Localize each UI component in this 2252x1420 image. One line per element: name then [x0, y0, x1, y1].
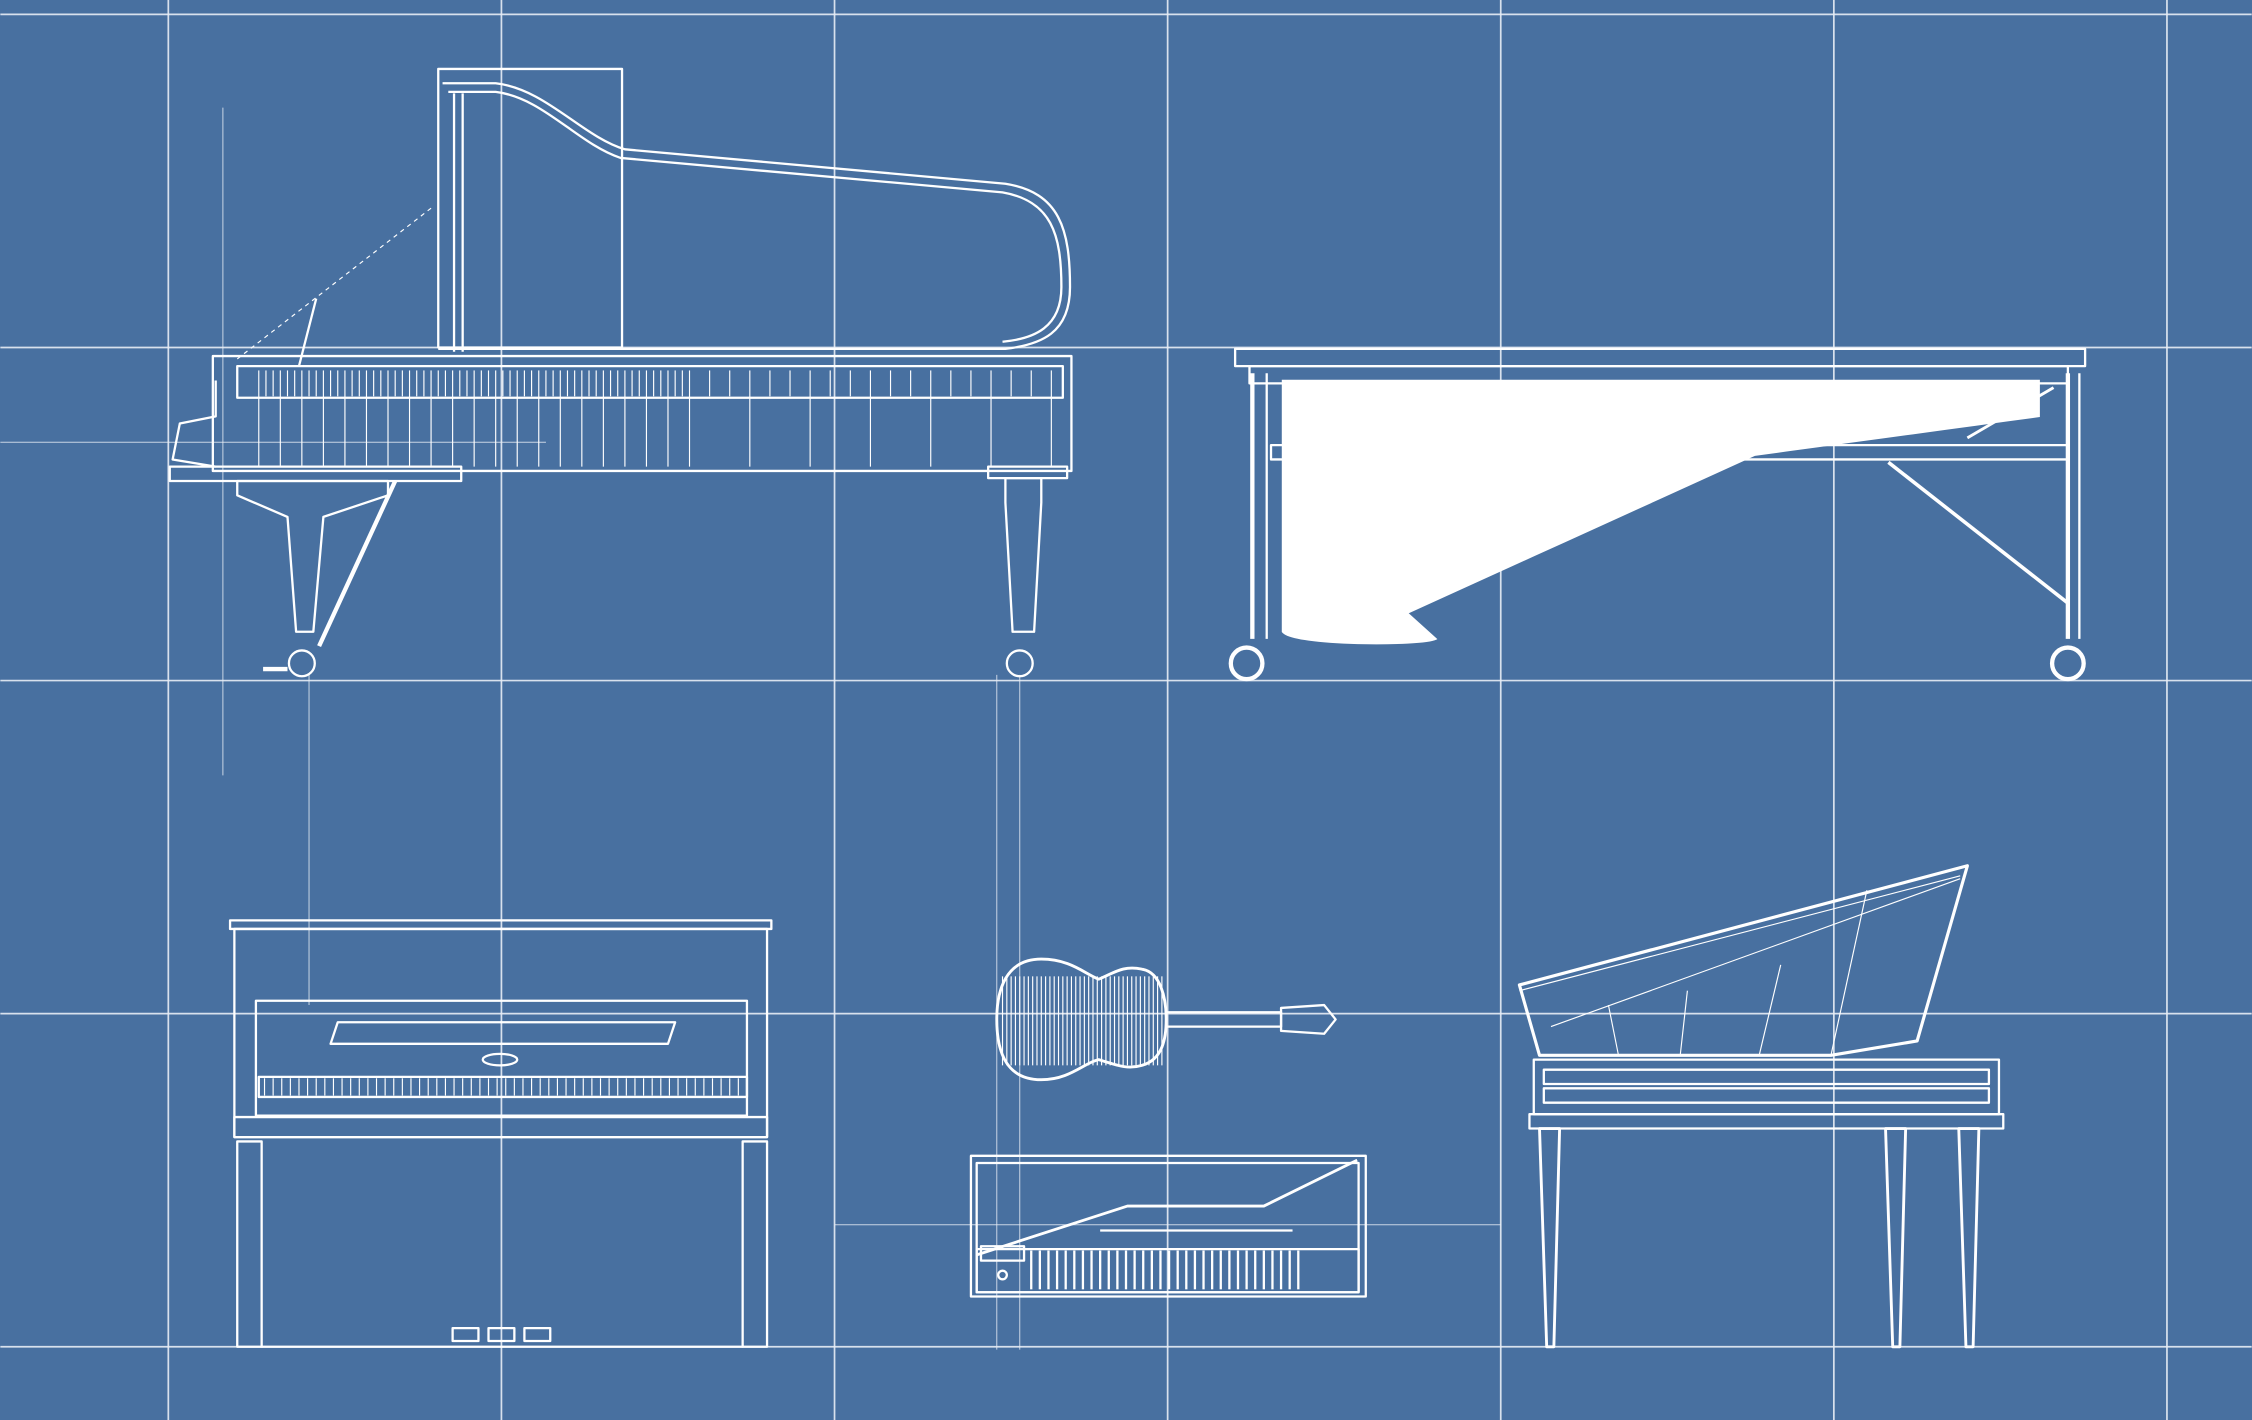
harpsichord-drawing	[1517, 864, 2005, 1349]
grand-piano-drawing	[168, 67, 1073, 678]
keyboard-drawing	[969, 1154, 1367, 1298]
guitar-drawing	[995, 957, 1337, 1082]
marimba-drawing	[1228, 347, 2087, 682]
upright-piano-drawing	[228, 919, 773, 1348]
marimba-resonators	[1281, 379, 2040, 645]
